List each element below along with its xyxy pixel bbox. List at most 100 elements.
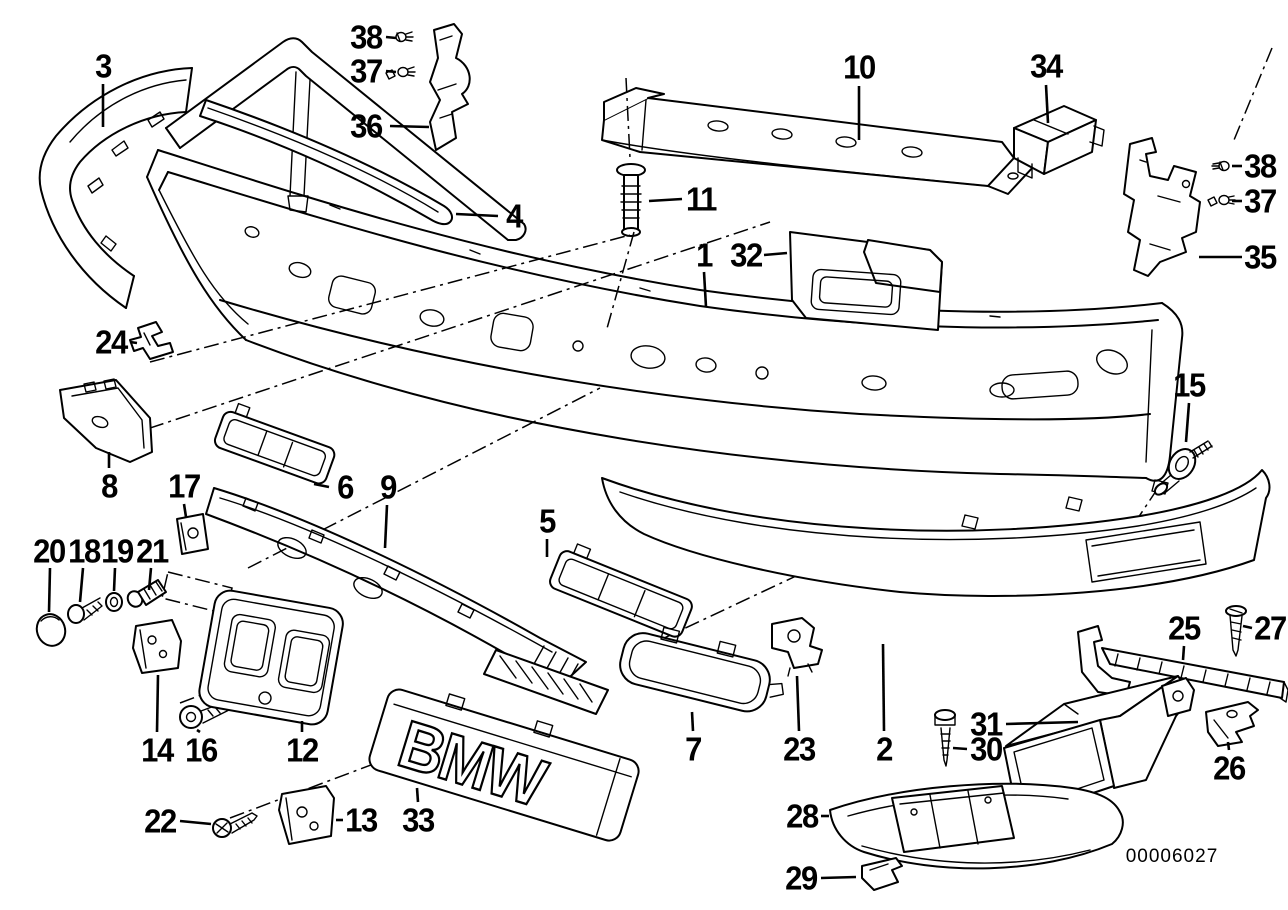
- leader-line-30: [952, 746, 968, 751]
- screw-22-icon: [212, 812, 258, 838]
- leader-line-27: [1242, 624, 1253, 630]
- screw-30-icon: [934, 709, 956, 767]
- part-1-bumper-fascia: [146, 149, 1184, 482]
- leader-line-22: [179, 819, 212, 826]
- callout-24[interactable]: 24: [95, 323, 128, 361]
- callout-15[interactable]: 15: [1173, 366, 1206, 404]
- callout-34[interactable]: 34: [1030, 47, 1063, 85]
- leader-line-31: [1005, 720, 1079, 726]
- part-14-plate: [132, 619, 182, 674]
- leader-line-9: [383, 504, 389, 549]
- part-5-bracket: [549, 543, 693, 638]
- callout-27[interactable]: 27: [1254, 609, 1287, 647]
- part-36-bracket: [429, 23, 471, 151]
- screw-18-icon: [67, 597, 103, 624]
- callout-17[interactable]: 17: [168, 467, 201, 505]
- callout-29[interactable]: 29: [785, 859, 818, 897]
- part-13-plate: [278, 785, 335, 845]
- screw-38-right-icon: [1211, 160, 1230, 172]
- grille-insert-texture: [483, 649, 609, 715]
- callout-3[interactable]: 3: [95, 47, 112, 85]
- screw-27-icon: [1225, 605, 1247, 657]
- part-10-carrier: [601, 87, 1035, 195]
- part-25-bracket-rail: [1077, 625, 1288, 703]
- callout-37-right[interactable]: 37: [1244, 182, 1277, 220]
- callout-16[interactable]: 16: [185, 731, 218, 769]
- leader-line-21: [147, 567, 153, 591]
- callout-2[interactable]: 2: [876, 730, 893, 768]
- part-26-clip-nut: [1205, 701, 1259, 747]
- callout-8[interactable]: 8: [101, 467, 118, 505]
- callout-12[interactable]: 12: [286, 731, 319, 769]
- leader-line-14: [155, 674, 160, 733]
- leader-line-29: [820, 875, 857, 880]
- leader-line-19: [112, 567, 117, 592]
- leader-line-20: [47, 567, 52, 613]
- callout-13[interactable]: 13: [345, 801, 378, 839]
- cap-20-icon: [35, 613, 67, 647]
- leader-line-25: [1181, 645, 1186, 661]
- callout-10[interactable]: 10: [843, 48, 876, 86]
- callout-36[interactable]: 36: [350, 107, 383, 145]
- callout-26[interactable]: 26: [1213, 749, 1246, 787]
- callout-1[interactable]: 1: [696, 236, 713, 274]
- part-4-rubbing-strip: [199, 99, 453, 226]
- callout-35[interactable]: 35: [1244, 238, 1277, 276]
- callout-18[interactable]: 18: [68, 532, 101, 570]
- callout-20[interactable]: 20: [33, 532, 66, 570]
- callout-37-left[interactable]: 37: [350, 52, 383, 90]
- callout-6[interactable]: 6: [337, 468, 354, 506]
- callout-9[interactable]: 9: [380, 468, 397, 506]
- leader-line-17: [182, 503, 188, 518]
- leader-line-34: [1044, 84, 1050, 124]
- leader-line-7: [690, 711, 695, 732]
- callout-30[interactable]: 30: [970, 730, 1003, 768]
- leader-line-2: [881, 643, 886, 732]
- callout-38-left[interactable]: 38: [350, 18, 383, 56]
- leader-line-26: [1226, 741, 1231, 751]
- callout-5[interactable]: 5: [539, 502, 556, 540]
- part-24-clamp: [129, 321, 174, 360]
- leader-line-24: [129, 340, 138, 345]
- part-7-cover: [619, 626, 784, 713]
- screw-37-right-icon: [1207, 194, 1236, 207]
- figure-code: 00006027: [1125, 846, 1219, 867]
- leader-line-36: [389, 124, 430, 129]
- leader-line-11: [648, 197, 683, 203]
- washer-19-icon: [105, 592, 123, 612]
- screw-15-icon: [1153, 440, 1213, 496]
- part-23-bracket: [771, 617, 823, 677]
- leader-line-32: [763, 251, 788, 257]
- part-6-bracket: [213, 402, 336, 485]
- callout-28[interactable]: 28: [786, 797, 819, 835]
- part-8-end-cap: [59, 378, 153, 463]
- leader-line-15: [1184, 402, 1191, 443]
- part-35-bracket: [1123, 137, 1201, 277]
- leader-line-6: [313, 482, 330, 489]
- callout-4[interactable]: 4: [506, 197, 523, 235]
- callout-33[interactable]: 33: [402, 801, 435, 839]
- callout-11[interactable]: 11: [686, 180, 717, 218]
- callout-19[interactable]: 19: [101, 532, 134, 570]
- callout-21[interactable]: 21: [136, 532, 169, 570]
- callout-31[interactable]: 31: [970, 705, 1003, 743]
- leader-line-37-left: [385, 69, 397, 74]
- callout-23[interactable]: 23: [783, 730, 816, 768]
- callout-38-right[interactable]: 38: [1244, 147, 1277, 185]
- leader-line-38-left: [385, 35, 397, 40]
- part-2-lower-trim: [601, 469, 1271, 598]
- leader-line-1: [702, 271, 708, 308]
- callout-22[interactable]: 22: [144, 802, 177, 840]
- callout-25[interactable]: 25: [1168, 609, 1201, 647]
- part-29-clip: [861, 857, 903, 891]
- callout-14[interactable]: 14: [141, 731, 174, 769]
- callout-32[interactable]: 32: [730, 236, 763, 274]
- part-34-bracket: [1013, 105, 1105, 179]
- leader-line-23: [795, 675, 801, 732]
- callout-7[interactable]: 7: [685, 730, 702, 768]
- grille-frame: [165, 37, 527, 241]
- part-17-clip-nut: [176, 513, 209, 555]
